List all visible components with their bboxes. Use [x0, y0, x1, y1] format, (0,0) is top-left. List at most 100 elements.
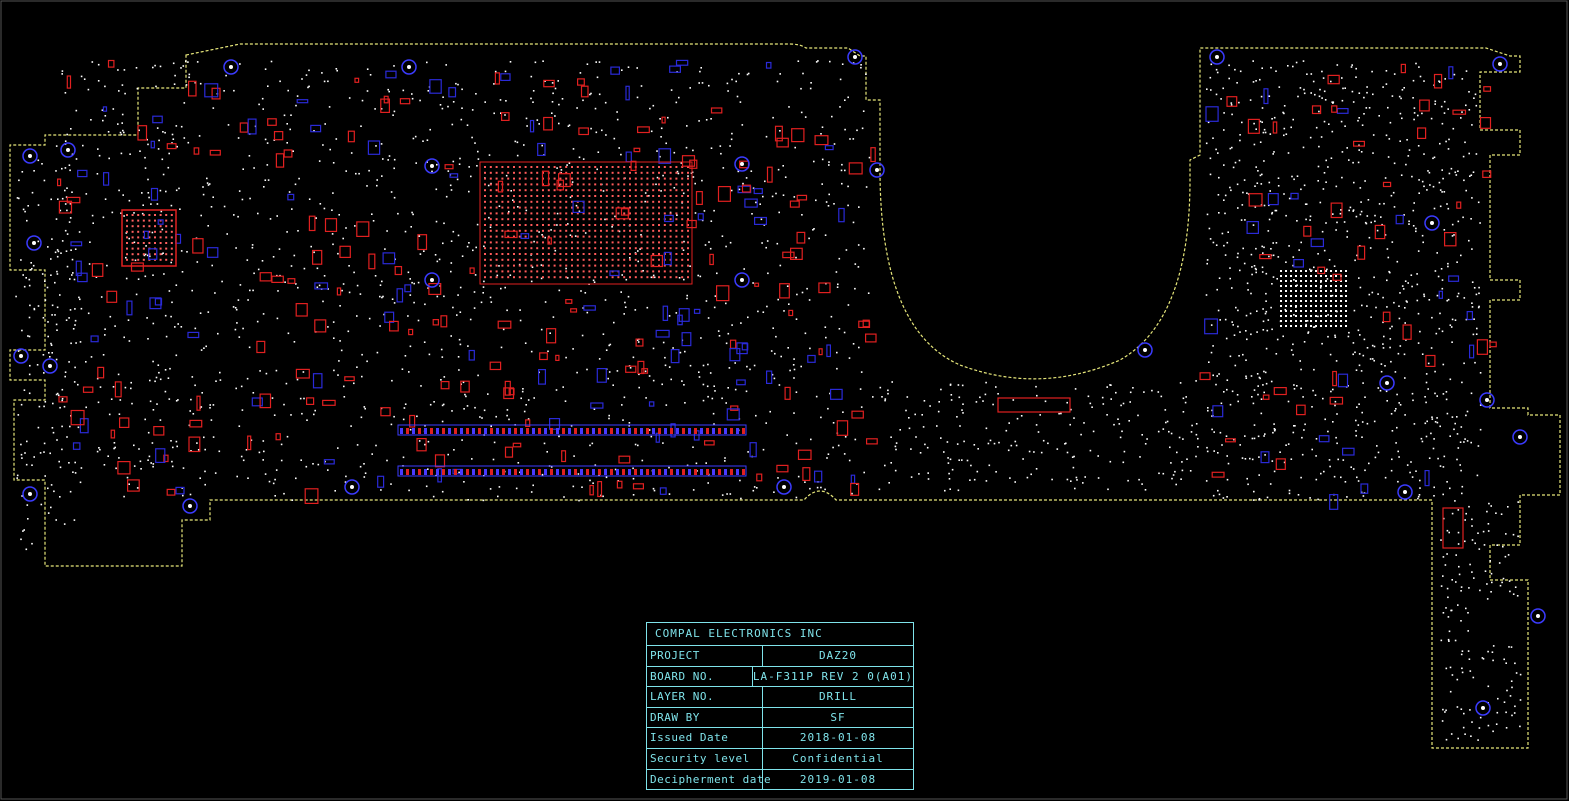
- bga-ball: [131, 225, 134, 228]
- drill-hit: [402, 89, 405, 92]
- bga-ball: [137, 258, 140, 261]
- mounting-hole-center: [66, 148, 70, 152]
- drill-hit: [426, 161, 428, 163]
- connector-pin: [400, 469, 403, 475]
- drill-hit: [61, 399, 63, 402]
- bga-ball: [565, 166, 568, 168]
- drill-hit: [1380, 363, 1383, 365]
- drill-hit: [1461, 78, 1464, 80]
- drill-hit: [1218, 493, 1221, 496]
- bga-ball: [629, 166, 631, 168]
- drill-hit: [119, 131, 122, 134]
- pad: [545, 328, 557, 344]
- drill-hit: [779, 73, 781, 75]
- drill-hit: [1230, 104, 1233, 106]
- bga-ball: [611, 171, 614, 174]
- drill-hit: [152, 322, 155, 325]
- drill-hit: [771, 195, 774, 198]
- pad: [633, 147, 641, 153]
- pad: [669, 65, 682, 73]
- drill-hit: [1328, 123, 1330, 125]
- bga-ball: [576, 212, 579, 215]
- drill-hit: [1275, 242, 1278, 244]
- drill-hit: [1237, 252, 1239, 255]
- drill-hit: [584, 292, 587, 294]
- bga-ball: [1295, 310, 1297, 312]
- drill-hit: [763, 224, 766, 226]
- pad: [106, 290, 118, 303]
- bga-ball: [159, 247, 162, 250]
- drill-hit: [1321, 97, 1323, 99]
- drill-hit: [122, 129, 124, 132]
- drill-hit: [1439, 312, 1441, 315]
- drill-hit: [238, 425, 241, 427]
- drill-hit: [190, 398, 192, 401]
- drill-hit: [519, 319, 522, 322]
- drill-hit: [1299, 360, 1301, 362]
- drill-hit: [1427, 362, 1430, 365]
- bga-ball: [559, 177, 562, 180]
- drill-hit: [1132, 387, 1134, 389]
- drill-hit: [236, 475, 238, 478]
- drill-hit: [15, 295, 17, 298]
- drill-hit: [1380, 370, 1383, 373]
- bga-ball: [652, 195, 655, 197]
- drill-hit: [625, 278, 628, 281]
- drill-hit: [78, 296, 80, 299]
- drill-hit: [1226, 496, 1228, 498]
- drill-hit: [1261, 107, 1264, 109]
- drill-hit: [257, 268, 260, 271]
- pad: [1310, 238, 1324, 248]
- drill-hit: [1424, 422, 1427, 425]
- bga-ball: [1295, 270, 1297, 272]
- bga-ball: [658, 235, 660, 238]
- pch-bga-region: [121, 209, 177, 267]
- drill-hit: [1451, 416, 1454, 418]
- bga-ball: [1310, 290, 1312, 292]
- drill-hit: [241, 409, 244, 411]
- drill-hit: [361, 375, 363, 378]
- drill-hit: [1366, 347, 1369, 349]
- bga-ball: [547, 253, 550, 255]
- bga-ball: [559, 171, 562, 174]
- drill-hit: [817, 60, 819, 62]
- drill-hit: [322, 300, 324, 303]
- drill-hit: [28, 373, 31, 376]
- drill-hit: [1470, 735, 1472, 737]
- drill-hit: [287, 89, 289, 92]
- bga-ball: [484, 195, 486, 197]
- pad: [610, 66, 621, 75]
- drill-hit: [1444, 564, 1447, 566]
- bga-ball: [687, 166, 689, 168]
- drill-hit: [806, 287, 808, 290]
- pad: [765, 370, 773, 385]
- drill-hit: [205, 345, 207, 348]
- drill-hit: [1421, 180, 1424, 183]
- drill-hit: [943, 451, 945, 453]
- connector-pin: [598, 469, 601, 475]
- bga-ball: [646, 270, 649, 273]
- drill-hit: [638, 386, 640, 389]
- connector-pin: [484, 428, 487, 434]
- bga-ball: [600, 189, 602, 192]
- drill-hit: [144, 156, 146, 159]
- drill-hit: [1208, 361, 1210, 363]
- drill-hit: [604, 218, 606, 221]
- drill-hit: [61, 448, 63, 451]
- drill-hit: [596, 76, 599, 79]
- drill-hit: [948, 478, 951, 480]
- drill-hit: [332, 243, 334, 246]
- drill-hit: [1460, 117, 1462, 119]
- bga-ball: [1340, 305, 1342, 307]
- drill-hit: [1229, 355, 1232, 358]
- bga-ball: [623, 224, 626, 226]
- pad: [851, 410, 864, 419]
- bga-ball: [501, 177, 504, 180]
- connector-pin: [472, 428, 475, 434]
- bga-ball: [675, 224, 678, 226]
- drill-hit: [68, 317, 70, 319]
- drill-hit: [494, 70, 497, 73]
- drill-hit: [1331, 101, 1333, 103]
- bga-ball: [1285, 290, 1287, 292]
